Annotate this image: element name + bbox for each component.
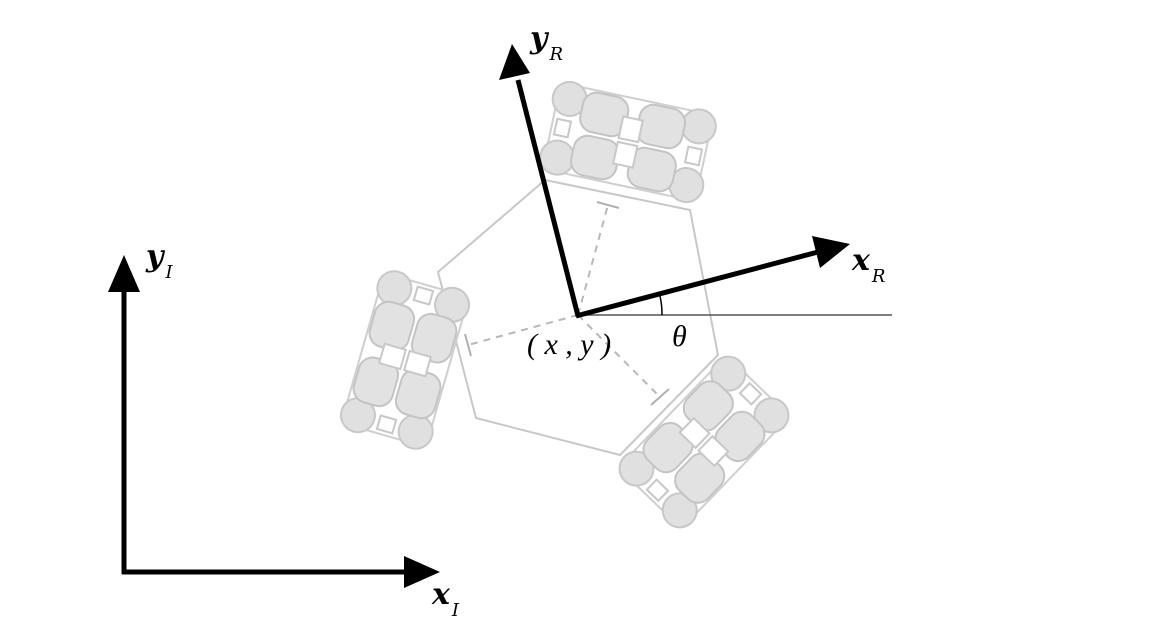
spoke-right bbox=[577, 314, 661, 398]
theta-label: θ bbox=[672, 320, 687, 353]
inertial-x-arrowhead bbox=[404, 556, 440, 588]
spoke-top bbox=[577, 204, 609, 316]
wheel-left bbox=[335, 266, 475, 454]
robot-y-axis bbox=[515, 79, 581, 317]
robot-x-axis bbox=[575, 249, 819, 319]
inertial-x-label-sub: I bbox=[451, 600, 460, 621]
spoke-left bbox=[467, 314, 579, 346]
inertial-y-arrowhead bbox=[108, 255, 140, 292]
robot-position-label: ( x , y ) bbox=[527, 328, 612, 361]
inertial-frame bbox=[108, 255, 440, 588]
wheel-right bbox=[611, 348, 797, 536]
wheel-top bbox=[536, 77, 720, 207]
inertial-y-label-sub: I bbox=[165, 262, 173, 283]
robot-x-label-main: x bbox=[852, 243, 870, 278]
robot-y-label-main: y bbox=[530, 21, 548, 56]
theta-arc bbox=[659, 295, 663, 316]
robot-y-label-sub: R bbox=[549, 44, 563, 65]
inertial-y-label-main: y bbox=[146, 239, 164, 274]
inertial-x-label-main: x bbox=[432, 577, 450, 612]
robot-x-arrowhead bbox=[812, 236, 850, 268]
robot-x-label-sub: R bbox=[871, 266, 886, 287]
robot-y-arrowhead bbox=[499, 44, 530, 80]
robot-frame bbox=[499, 44, 850, 319]
robot-body bbox=[436, 178, 720, 457]
